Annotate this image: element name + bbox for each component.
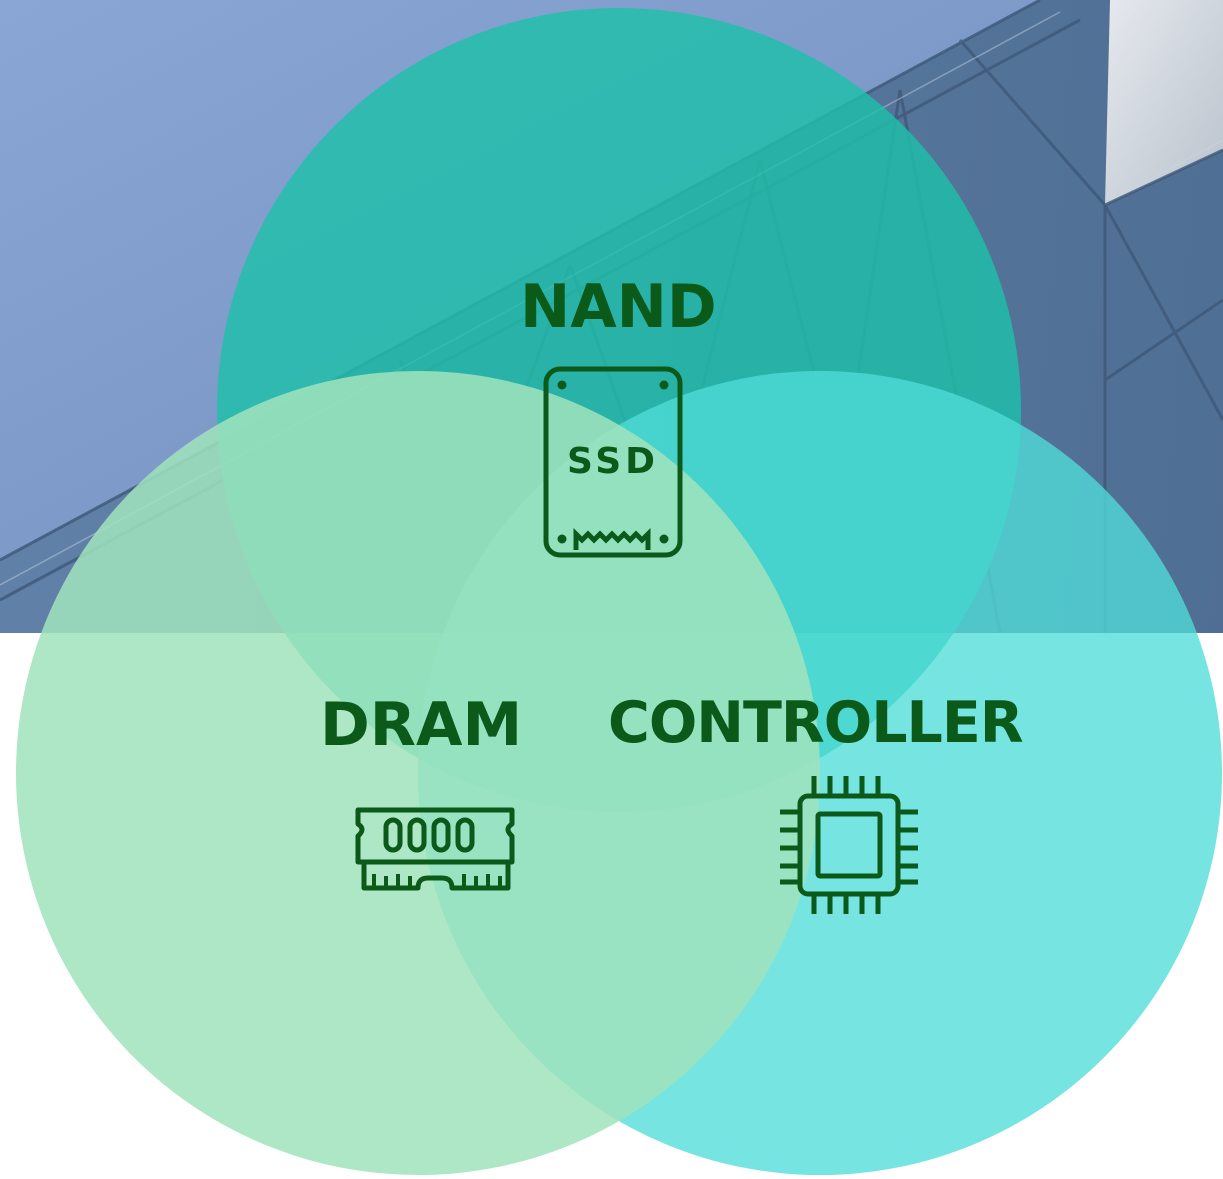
ssd-icon: SSD [540,364,686,560]
controller-label: CONTROLLER [608,690,1024,756]
cpu-chip-icon [776,774,922,918]
ram-module-icon [352,804,520,894]
ssd-icon-text: SSD [566,441,660,482]
dram-label: DRAM [320,690,523,760]
nand-label: NAND [520,272,717,342]
dram-circle [16,371,820,1175]
